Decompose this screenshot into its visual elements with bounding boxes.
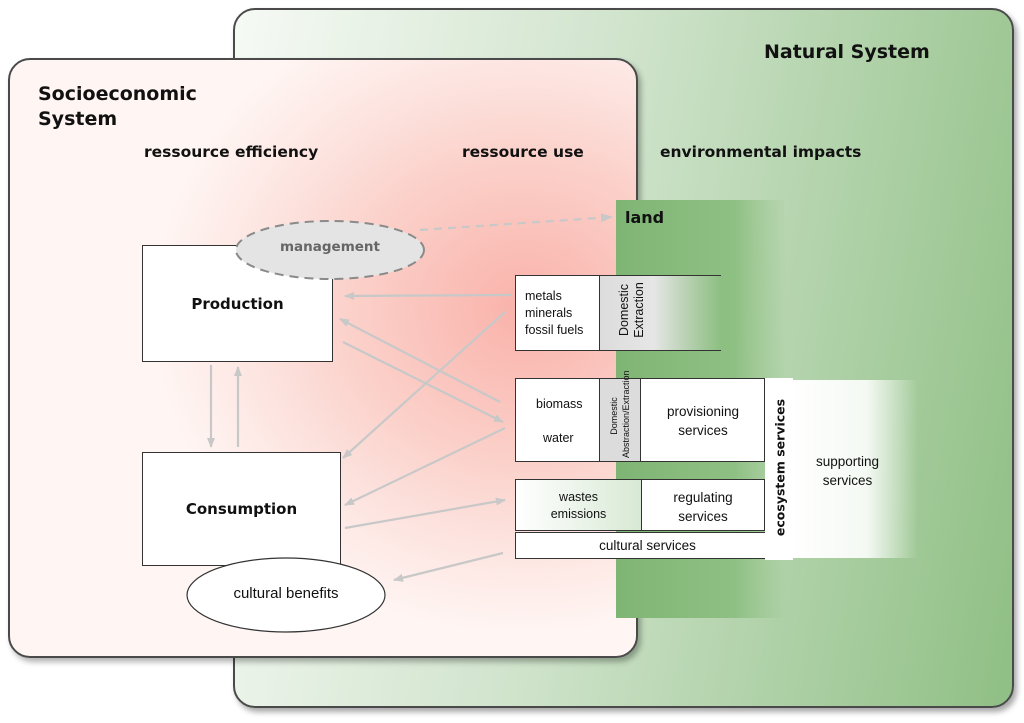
- fossil-fuels-label: fossil fuels: [525, 323, 584, 337]
- regulating-services-box: [641, 479, 765, 531]
- provisioning-services-label: provisioning services: [641, 402, 765, 440]
- consumption-box: Consumption: [142, 452, 341, 566]
- abstraction-line2: Abstraction/Extraction: [621, 370, 631, 458]
- natural-system-title: Natural System: [764, 41, 930, 63]
- arrow-water-to-consumption: [344, 427, 506, 506]
- domestic-extraction-label: Domestic Extraction: [617, 270, 647, 350]
- abstraction-label-wrap: Domestic Abstraction/Extraction: [599, 370, 641, 461]
- arrow-metals-to-production: [344, 291, 513, 300]
- water-label: water: [543, 431, 574, 445]
- supporting-line2: services: [822, 473, 873, 488]
- abstraction-cell: [599, 379, 641, 461]
- heading-ressource-use: ressource use: [462, 143, 584, 161]
- arrow-production-to-water: [342, 341, 504, 423]
- domestic-extraction-line1: Domestic: [617, 283, 631, 337]
- land-label: land: [625, 208, 665, 227]
- regulating-line1: regulating: [673, 490, 733, 505]
- domestic-extraction-line2: Extraction: [632, 282, 646, 338]
- regulating-services-label: regulating services: [641, 488, 765, 526]
- heading-ressource-efficiency: ressource efficiency: [144, 143, 319, 161]
- wastes-emissions-box: [515, 479, 642, 531]
- arrow-cultural-services-to-benefits: [393, 551, 504, 582]
- arrow-management-to-land: [419, 213, 613, 232]
- minerals-label: minerals: [525, 306, 573, 320]
- cultural-services-label: cultural services: [599, 538, 696, 553]
- divider: [599, 275, 600, 351]
- supporting-services-area: [790, 380, 918, 558]
- ecosystem-services-label: ecosystem services: [772, 398, 788, 537]
- management-ellipse: [235, 220, 425, 280]
- cultural-benefits-label: cultural benefits: [233, 585, 339, 602]
- production-label: Production: [191, 294, 284, 313]
- socioeconomic-title-line1: Socioeconomic: [38, 83, 197, 105]
- abstraction-label: Domestic Abstraction/Extraction: [608, 370, 632, 458]
- ecosystem-services-bar: [765, 378, 793, 560]
- heading-environmental-impacts: environmental impacts: [660, 143, 862, 161]
- provisioning-line2: services: [678, 423, 728, 438]
- arrow-biomass-to-production: [339, 318, 501, 403]
- socioeconomic-title-line2: System: [38, 108, 118, 130]
- abstraction-line1: Domestic: [609, 397, 619, 435]
- cultural-benefits-ellipse: [186, 557, 386, 633]
- mineral-resources-box: metals minerals fossil fuels: [515, 275, 600, 351]
- wastes-emissions-label: wastes emissions: [515, 489, 642, 523]
- supporting-line1: supporting: [815, 454, 880, 469]
- metals-label: metals: [525, 289, 562, 303]
- cultural-services-box: cultural services: [515, 532, 780, 559]
- consumption-label: Consumption: [185, 500, 298, 518]
- emissions-label: emissions: [550, 507, 607, 521]
- domestic-extraction-cell: [599, 275, 721, 351]
- arrow-metals-to-consumption: [342, 311, 506, 459]
- management-label: management: [279, 239, 380, 255]
- provisioning-line1: provisioning: [666, 404, 740, 419]
- domestic-extraction-label-wrap: Domestic Extraction: [614, 282, 654, 338]
- supporting-services-label: supporting services: [800, 452, 895, 490]
- biomass-label: biomass: [536, 397, 583, 411]
- regulating-line2: services: [678, 509, 728, 524]
- wastes-label: wastes: [559, 490, 598, 504]
- arrow-consumption-to-wastes: [344, 497, 506, 530]
